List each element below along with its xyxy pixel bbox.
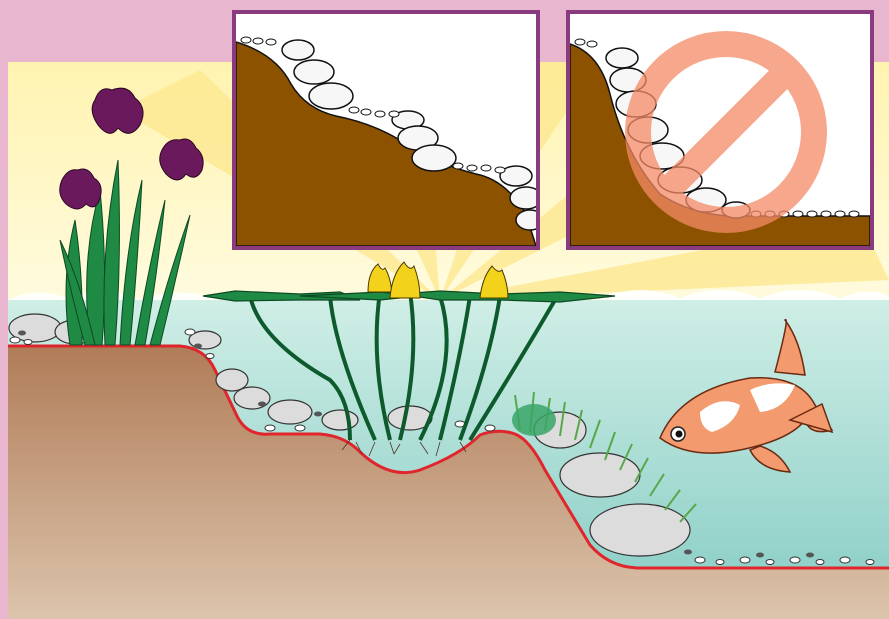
inset-soil <box>236 42 536 246</box>
inset-correct-edging <box>232 10 540 250</box>
correct-edging-illustration <box>236 14 536 246</box>
submerged-plant <box>512 404 556 436</box>
page-border-left <box>0 62 8 619</box>
inset-incorrect-edging <box>566 10 874 250</box>
incorrect-edging-illustration <box>570 14 870 246</box>
